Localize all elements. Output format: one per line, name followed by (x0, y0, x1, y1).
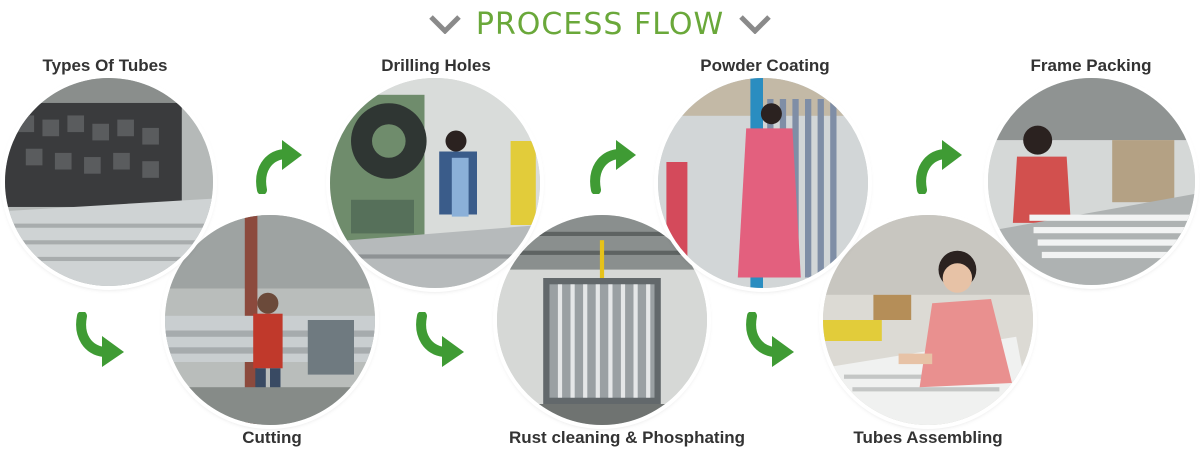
photo-powder-coating (658, 78, 868, 288)
page-title: PROCESS FLOW (475, 6, 725, 42)
photo-types-of-tubes (5, 78, 213, 286)
title-bar: PROCESS FLOW (0, 2, 1200, 46)
photo-tubes-assembling (823, 215, 1033, 425)
curved-arrow-up-icon (590, 140, 636, 194)
photo-frame-packing (988, 78, 1195, 285)
curved-arrow-down-icon (416, 312, 464, 367)
chevron-down-icon (739, 15, 771, 34)
step-label-tubes-assembling: Tubes Assembling (853, 428, 1003, 447)
photo-cutting (165, 215, 375, 425)
curved-arrow-down-icon (76, 312, 124, 367)
photo-drilling-holes (330, 78, 540, 288)
step-label-types-of-tubes: Types Of Tubes (42, 56, 168, 75)
step-label-frame-packing: Frame Packing (1030, 56, 1152, 75)
step-label-powder-coating: Powder Coating (700, 56, 830, 75)
step-label-rust-cleaning: Rust cleaning & Phosphating (508, 428, 746, 447)
step-label-drilling-holes: Drilling Holes (381, 56, 491, 75)
curved-arrow-up-icon (256, 140, 302, 194)
chevron-down-icon (429, 15, 461, 34)
curved-arrow-up-icon (916, 140, 962, 194)
curved-arrow-down-icon (746, 312, 794, 367)
photo-rust-cleaning (497, 215, 707, 425)
step-label-cutting: Cutting (242, 428, 302, 447)
